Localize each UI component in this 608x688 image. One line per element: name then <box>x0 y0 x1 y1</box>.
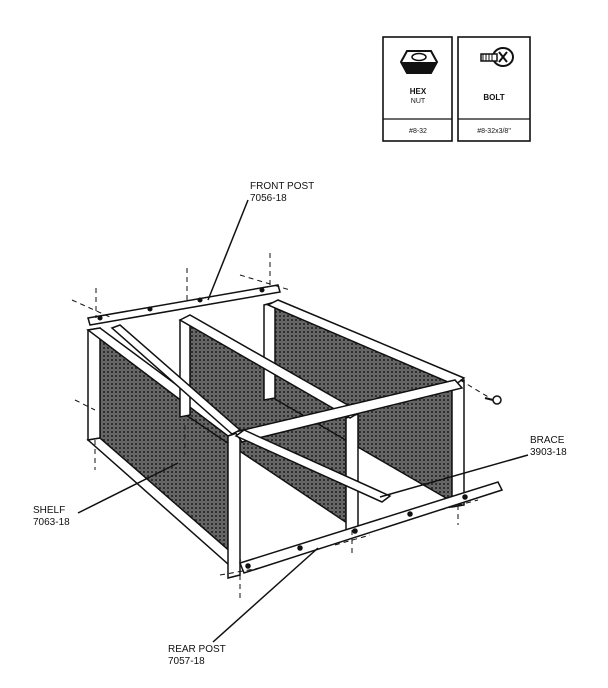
callout-brace: BRACE 3903-18 <box>379 435 567 498</box>
hex-nut-icon <box>399 50 439 74</box>
bolt-box: BOLT #8-32x3/8" <box>457 36 531 142</box>
brace-label: BRACE <box>530 435 565 446</box>
callout-shelf: SHELF 7063-18 <box>33 462 179 528</box>
rear-post-part: 7057-18 <box>168 656 205 667</box>
rear-post-bar <box>239 481 504 574</box>
bolt-size: #8-32x3/8" <box>477 128 511 135</box>
callout-front-post: FRONT POST 7056-18 <box>207 181 314 301</box>
hardware-key: HEX NUT #8-32 BOLT #8-32x3/8" <box>382 36 531 142</box>
front-post-part: 7056-18 <box>250 193 287 204</box>
hex-nut-box: HEX NUT #8-32 <box>382 36 453 142</box>
shelf-part: 7063-18 <box>33 517 70 528</box>
brace-part: 3903-18 <box>530 447 567 458</box>
hex-nut-name-line1: HEX <box>410 87 427 96</box>
bolt-name: BOLT <box>483 93 504 102</box>
callout-rear-post: REAR POST 7057-18 <box>168 547 319 667</box>
hex-nut-name-line2: NUT <box>411 98 426 105</box>
bolt-icon <box>480 47 514 67</box>
hex-nut-size: #8-32 <box>409 128 427 135</box>
frame <box>86 299 466 579</box>
front-post-bar <box>87 284 281 326</box>
front-post-label: FRONT POST <box>250 181 314 192</box>
alignment-lines <box>71 253 491 600</box>
shelf-label: SHELF <box>33 505 65 516</box>
brace-bar <box>234 429 392 503</box>
rear-post-label: REAR POST <box>168 644 226 655</box>
loose-bolt-icon <box>484 395 502 405</box>
